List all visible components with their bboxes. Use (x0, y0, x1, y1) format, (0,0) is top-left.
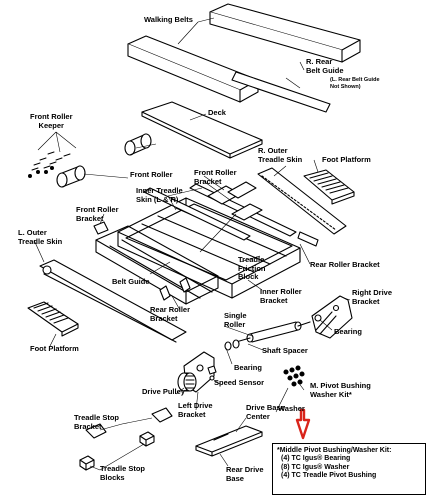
rear-roller-bracket-right-part (297, 231, 319, 247)
r-rear-belt-guide (231, 71, 331, 113)
shaft-spacer-parts (224, 339, 240, 351)
kit-item-washer: (8) TC Igus® Washer (281, 463, 350, 471)
label-speed-sensor: Speed Sensor (214, 378, 265, 387)
label-foot-platform-left: Foot Platform (30, 344, 79, 353)
single-roller (235, 321, 311, 343)
label-inner-roller-bracket: Inner Roller Bracket (260, 287, 302, 305)
red-arrow-icon (295, 408, 311, 440)
l-outer-treadle-skin (39, 259, 187, 343)
label-shaft-spacer: Shaft Spacer (262, 346, 308, 355)
rear-roller-bracket-left-part (159, 277, 191, 301)
speed-sensor (207, 365, 217, 381)
label-r-rear-belt-guide: R. Rear Belt Guide (306, 57, 344, 75)
kit-title: *Middle Pivot Bushing/Washer Kit: (277, 447, 392, 454)
label-bearing-right: Bearing (334, 327, 362, 336)
label-single-roller: Single Roller (224, 311, 247, 329)
rear-drive-base-part (195, 425, 263, 457)
walking-belt-upper (209, 3, 361, 63)
front-roller-left (56, 165, 86, 188)
label-m-pivot-bushing-kit: M. Pivot Bushing Washer Kit* (310, 381, 371, 399)
front-roller-bracket-left-part (93, 221, 109, 235)
label-rear-roller-bracket-left: Rear Roller Bracket (150, 305, 191, 323)
front-roller-top (124, 133, 152, 156)
label-front-roller: Front Roller (130, 170, 173, 179)
treadle-stop-block-parts (79, 431, 155, 471)
bearing-right-part (314, 314, 322, 322)
label-treadle-friction-block: Treadle Friction Block (238, 255, 266, 281)
label-r-outer-treadle-skin: R. Outer Treadle Skin (258, 146, 303, 164)
r-outer-treadle-skin (257, 167, 347, 235)
label-washer: Washer (278, 404, 305, 413)
label-treadle-stop-bracket: Treadle Stop Bracket (74, 413, 120, 431)
right-drive-bracket (311, 295, 353, 339)
foot-platform-left (27, 301, 79, 337)
label-belt-guide: Belt Guide (112, 277, 150, 286)
label-drive-base-center: Drive Base Center (246, 403, 285, 421)
foot-platform-right (303, 169, 355, 205)
deck-board (141, 101, 263, 155)
label-front-roller-bracket-left: Front Roller Bracket (76, 205, 119, 223)
label-front-roller-keeper: Front Roller Keeper (30, 112, 73, 130)
kit-item-bearing: (4) TC Igus® Bearing (281, 455, 351, 463)
label-treadle-stop-blocks: Treadle Stop Blocks (100, 464, 146, 482)
label-inner-treadle-skin: Inner Treadle Skin (L & R) (136, 186, 183, 204)
label-r-rear-note: (L. Rear Belt Guide Not Shown) (330, 77, 380, 90)
label-drive-pulley: Drive Pulley (142, 387, 185, 396)
label-rear-roller-bracket-right: Rear Roller Bracket (310, 260, 380, 269)
label-l-outer-treadle-skin: L. Outer Treadle Skin (18, 228, 63, 246)
label-right-drive-bracket: Right Drive Bracket (352, 288, 393, 306)
leader-lines (33, 17, 351, 471)
label-deck: Deck (208, 108, 226, 117)
pivot-bushing-parts (283, 365, 305, 387)
front-roller-keeper-parts (28, 151, 71, 178)
label-foot-platform-right: Foot Platform (322, 155, 371, 164)
pivot-kit-note-box: *Middle Pivot Bushing/Washer Kit: (4) TC… (272, 443, 426, 495)
treadle-stop-bracket-parts (85, 407, 173, 439)
drive-pulley (177, 372, 197, 392)
label-bearing-mid: Bearing (234, 363, 262, 372)
label-walking-belts: Walking Belts (144, 15, 193, 24)
kit-item-bushing: (4) TC Treadle Pivot Bushing (281, 472, 377, 480)
label-left-drive-bracket: Left Drive Bracket (178, 401, 213, 419)
label-front-roller-bracket-mid: Front Roller Bracket (194, 168, 237, 186)
walking-belt-lower (127, 35, 259, 103)
label-rear-drive-base: Rear Drive Base (226, 465, 264, 483)
